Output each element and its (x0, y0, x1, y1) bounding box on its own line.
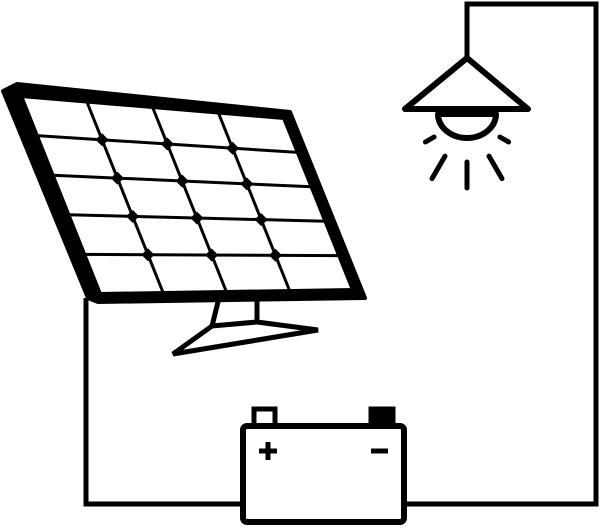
panel-cell-junction (160, 137, 174, 151)
panel-cell-junction (126, 209, 140, 223)
wires (83, 1, 599, 507)
light-bulb-icon (402, 55, 531, 191)
panel-cell-junction (141, 248, 155, 262)
lamp-rays (422, 134, 512, 191)
lamp-shade (402, 55, 531, 112)
panel-cell-grid (17, 93, 356, 297)
lamp-ray (486, 153, 505, 182)
panel-cell-junction (175, 174, 189, 188)
battery-plus-sign (259, 442, 277, 460)
panel-cell-junction (205, 248, 219, 262)
wire-panel-to-battery (83, 298, 244, 507)
lamp-bulb (435, 111, 499, 141)
panel-column-line (151, 106, 228, 293)
panel-cell-junction (268, 248, 282, 262)
panel-cell-junction (110, 171, 124, 185)
lamp-ray (429, 153, 448, 182)
panel-stand (171, 297, 319, 357)
panel-cell-junction (190, 211, 204, 225)
lamp-ray (497, 134, 512, 145)
panel-column-line (216, 111, 292, 292)
panel-face-outline (17, 93, 356, 297)
panel-cell-junction (240, 177, 254, 191)
lamp-ray (422, 134, 437, 145)
panel-cell-junction (254, 213, 268, 227)
panel-cell-junction (95, 133, 109, 147)
panel-cell-junction (226, 141, 240, 155)
wire-battery-to-lamp (404, 1, 599, 507)
panel-column-line (85, 100, 165, 294)
solar-panel-icon (1, 82, 367, 357)
battery-body (240, 423, 407, 525)
battery-icon (240, 406, 407, 525)
